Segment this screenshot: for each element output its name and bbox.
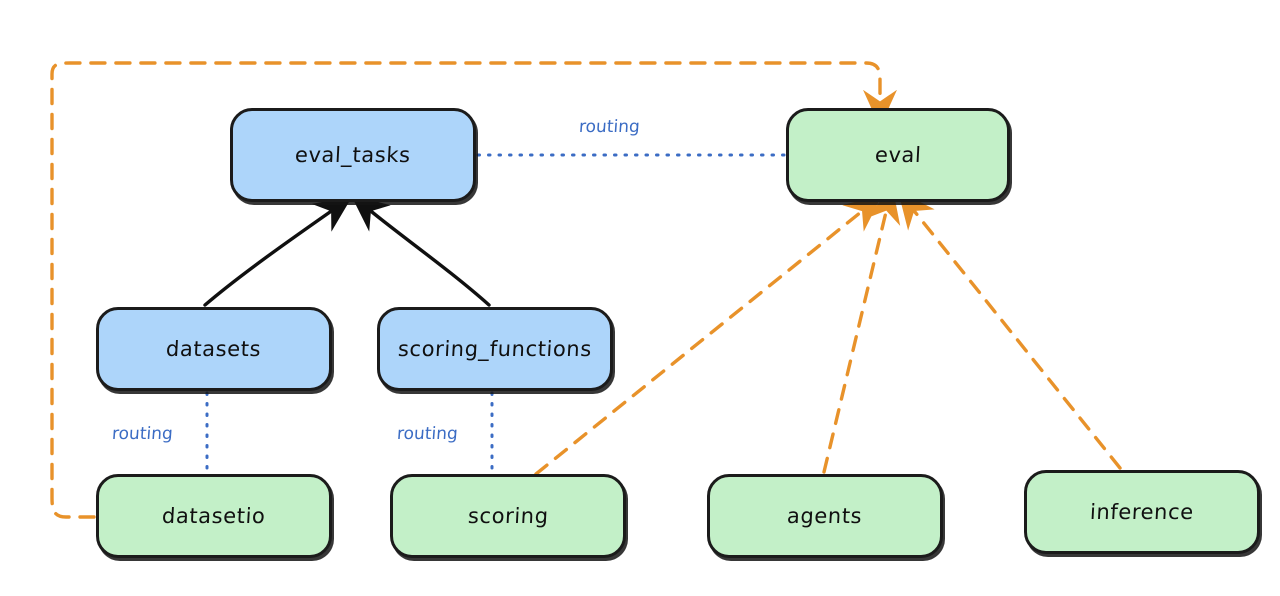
edge-inference-to-eval xyxy=(897,190,1122,470)
edge-scoring-to-eval xyxy=(534,194,883,476)
node-scoring[interactable]: scoring xyxy=(390,474,626,558)
node-agents[interactable]: agents xyxy=(707,474,943,558)
edge-label-routing-eval: routing xyxy=(578,117,641,137)
node-inference[interactable]: inference xyxy=(1024,470,1260,554)
edge-scoring_functions-to-eval_tasks xyxy=(350,194,491,307)
node-label: eval_tasks xyxy=(294,143,412,167)
edge-label-routing-datasets: routing xyxy=(111,424,174,444)
edge-datasets-to-eval_tasks xyxy=(203,196,353,307)
node-label: scoring xyxy=(467,504,549,528)
node-label: inference xyxy=(1089,500,1195,524)
edge-label-routing-scoring: routing xyxy=(396,424,459,444)
node-label: eval xyxy=(874,143,922,167)
node-label: datasetio xyxy=(161,504,267,528)
node-datasetio[interactable]: datasetio xyxy=(96,474,332,558)
edge-datasetio-to-eval xyxy=(50,61,897,519)
node-scoring-functions[interactable]: scoring_functions xyxy=(377,307,613,391)
node-label: scoring_functions xyxy=(397,337,593,361)
node-eval[interactable]: eval xyxy=(786,108,1010,202)
node-label: agents xyxy=(786,504,864,528)
edge-agents-to-eval xyxy=(822,185,901,474)
node-eval-tasks[interactable]: eval_tasks xyxy=(230,108,476,202)
node-datasets[interactable]: datasets xyxy=(96,307,332,391)
node-label: datasets xyxy=(165,337,263,361)
